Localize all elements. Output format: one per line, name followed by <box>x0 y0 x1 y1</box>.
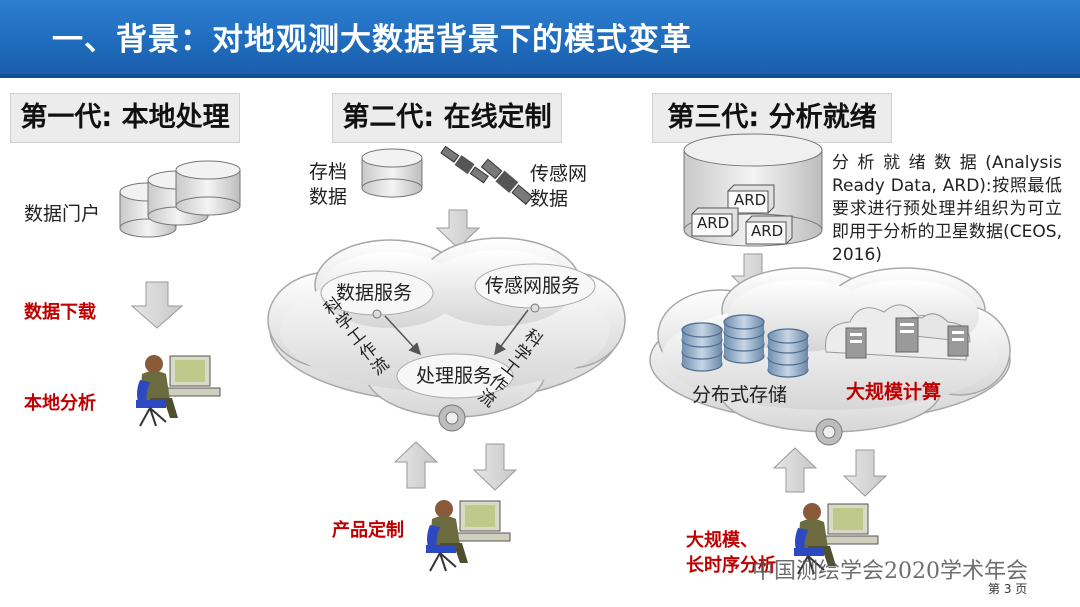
globe-node-icon <box>438 404 466 432</box>
ard-cube-label: ARD <box>751 222 784 240</box>
globe-node-icon <box>815 418 843 446</box>
gen1-header: 第一代: 本地处理 <box>10 93 240 143</box>
gen2-top-down-arrow <box>435 209 481 249</box>
ard-cube <box>691 207 739 237</box>
gen1-down-arrow <box>130 281 184 329</box>
ard-cube <box>745 215 793 245</box>
title-bar <box>0 0 1080 78</box>
archive-label-line2: 数据 <box>309 186 348 208</box>
distributed-storage-label: 分布式存储 <box>692 384 788 406</box>
local-analysis-label: 本地分析 <box>24 393 96 414</box>
sensor-net-label-line2: 数据 <box>530 188 569 210</box>
data-portal-label: 数据门户 <box>24 203 101 225</box>
gen2-down-arrow <box>472 443 518 491</box>
archive-database-icon <box>361 148 423 198</box>
data-download-label: 数据下载 <box>24 302 96 323</box>
large-scale-analysis-line1: 大规模、 <box>686 530 758 551</box>
workflow-arrow-left <box>384 315 422 356</box>
sensor-service-label: 传感网服务 <box>485 275 581 297</box>
gen2-header: 第二代: 在线定制 <box>332 93 562 143</box>
ard-description: 分析就绪数据(Analysis Ready Data, ARD):按照最低要求进… <box>832 153 1062 265</box>
large-scale-compute-icon <box>825 304 971 361</box>
satellite-icon <box>440 145 489 184</box>
process-service-cloud <box>396 353 514 399</box>
user-at-computer-icon <box>794 503 879 575</box>
workflow-arrow-right <box>494 309 529 356</box>
ard-cube-label: ARD <box>697 214 730 232</box>
data-portal-cylinders-icon <box>119 160 241 238</box>
data-service-label: 数据服务 <box>336 282 413 304</box>
satellite-icon <box>480 158 534 205</box>
large-scale-compute-label: 大规模计算 <box>846 381 942 403</box>
page-title: 一、背景：对地观测大数据背景下的模式变革 <box>52 22 692 58</box>
gen3-up-arrow <box>772 447 818 493</box>
gen3-down-arrow <box>842 449 888 497</box>
product-customization-label: 产品定制 <box>332 520 404 541</box>
page-number: 第 3 页 <box>988 582 1028 596</box>
distributed-storage-icon <box>681 314 809 378</box>
ard-database-icon <box>683 133 823 247</box>
ard-cube-label: ARD <box>734 191 767 209</box>
sensor-net-label-line1: 传感网 <box>530 163 588 185</box>
archive-label-line1: 存档 <box>309 161 348 183</box>
gen2-up-arrow <box>393 441 439 489</box>
user-at-computer-icon <box>136 355 221 427</box>
user-at-computer-icon <box>426 500 511 572</box>
process-service-label: 处理服务 <box>416 365 493 387</box>
large-scale-analysis-line2: 长时序分析 <box>686 555 776 576</box>
conference-watermark: 中国测绘学会2020学术年会 <box>752 559 1028 584</box>
